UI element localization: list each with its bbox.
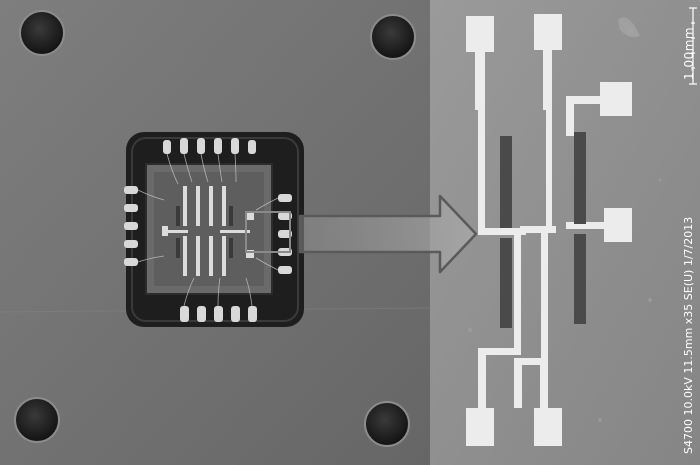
zoom-arrow <box>298 194 478 274</box>
zoom-region-box <box>245 211 291 253</box>
screw-bottom-right <box>364 401 410 447</box>
sem-info-label: S4700 10.0kV 11.5mm x35 SE(U) 1/7/2013 <box>682 216 695 454</box>
screw-top-right <box>370 14 416 60</box>
screw-top-left <box>19 10 65 56</box>
scale-bar <box>689 7 697 85</box>
chip-package <box>124 132 304 327</box>
electrode-pattern <box>466 14 632 446</box>
screw-bottom-left <box>14 397 60 443</box>
scale-bar-label: 1.00mm <box>682 26 696 80</box>
channel-strips <box>500 132 586 328</box>
